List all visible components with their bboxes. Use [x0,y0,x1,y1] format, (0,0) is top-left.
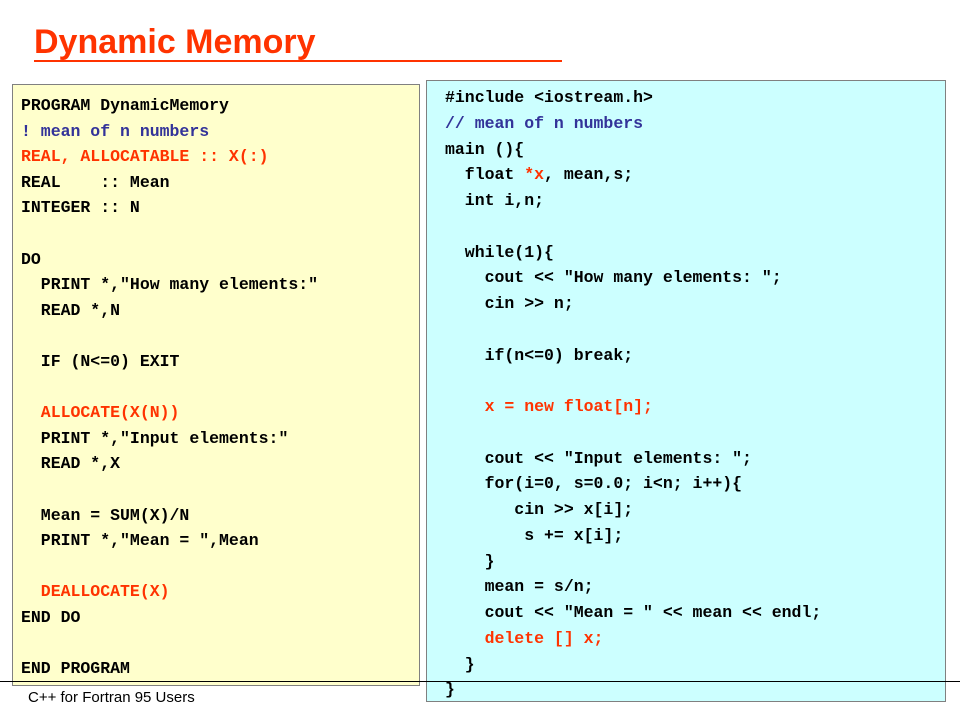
cpp-code-segment: int i,n; [445,191,545,210]
cpp-code-line: if(n<=0) break; [445,343,945,369]
title-underline [34,60,562,62]
fortran-code-line: PRINT *,"Mean = ",Mean [21,531,259,551]
cpp-code-line [445,317,945,343]
footer-text: C++ for Fortran 95 Users [28,689,195,706]
fortran-code-line: PRINT *,"How many elements:" [21,275,319,295]
cpp-code-line: s += x[i]; [445,523,945,549]
cpp-code-segment: float [445,165,525,185]
fortran-code-line: Mean = SUM(X)/N [21,505,190,525]
fortran-code-line: ALLOCATE(X(N)) [21,403,180,423]
cpp-code-segment: cin >> n; [445,294,574,313]
fortran-code-line: READ *,N [21,300,121,320]
cpp-code-segment: , mean,s; [544,165,634,185]
fortran-code-line: END PROGRAM [21,659,130,679]
cpp-code-segment: cout << "Mean = " << mean << endl; [445,603,822,622]
cpp-code-line [445,420,945,446]
fortran-code-line: PROGRAM DynamicMemory [21,96,229,115]
cpp-code-line: for(i=0, s=0.0; i<n; i++){ [445,471,945,497]
fortran-code-line: END DO [21,607,81,627]
cpp-code-segment: main (){ [445,139,525,159]
cpp-code-segment: delete [] x; [445,628,604,648]
cpp-code-segment: } [445,551,495,571]
cpp-code-segment: } [445,654,475,674]
cpp-code-segment: s += x[i]; [445,525,624,545]
cpp-code-line: // mean of n numbers [445,111,945,137]
fortran-code-line [21,221,419,247]
cpp-code-segment: // mean of n numbers [445,113,644,133]
fortran-code-line [21,630,419,656]
fortran-code-line: IF (N<=0) EXIT [21,351,180,371]
cpp-code-line: mean = s/n; [445,574,945,600]
cpp-code-line: cin >> x[i]; [445,497,945,523]
cpp-code-segment: cout << "Input elements: "; [445,448,752,468]
cpp-code-segment: } [445,680,455,700]
fortran-code-line [21,477,419,503]
cpp-code-line: #include <iostream.h> [445,85,945,111]
cpp-code-line: } [445,677,945,703]
cpp-code-line: delete [] x; [445,626,945,652]
cpp-code-line: cin >> n; [445,291,945,317]
fortran-code-line [21,554,419,580]
fortran-code-line: REAL, ALLOCATABLE :: X(:) [21,147,269,167]
cpp-code-segment: *x [524,165,545,185]
fortran-code-line: ! mean of n numbers [21,121,210,141]
fortran-code-line: REAL :: Mean [21,172,170,192]
cpp-code-line: cout << "How many elements: "; [445,265,945,291]
footer-divider [0,681,960,682]
cpp-code-panel: #include <iostream.h> // mean of n number… [426,80,946,702]
cpp-code-segment: x = new float[n]; [445,397,653,416]
cpp-code-segment: for(i=0, s=0.0; i<n; i++){ [445,474,743,494]
fortran-code-panel: PROGRAM DynamicMemory ! mean of n numbers… [12,84,420,686]
cpp-code-segment: #include <iostream.h> [445,88,653,107]
cpp-code-line [445,214,945,240]
fortran-code-line: DEALLOCATE(X) [21,582,170,602]
slide-title: Dynamic Memory [34,23,316,61]
cpp-code-line: } [445,652,945,678]
cpp-code-segment: if(n<=0) break; [445,345,634,365]
cpp-code-segment: cin >> x[i]; [445,500,634,519]
fortran-code-line [21,375,419,401]
cpp-code-segment: mean = s/n; [445,577,594,597]
fortran-code-line: READ *,X [21,454,121,474]
cpp-code-line: main (){ [445,137,945,163]
fortran-code-line: DO [21,249,41,269]
cpp-code-line: while(1){ [445,240,945,266]
cpp-code-segment: while(1){ [445,242,554,262]
fortran-code-line [21,323,419,349]
cpp-code-segment: cout << "How many elements: "; [445,268,782,288]
cpp-code-line: cout << "Mean = " << mean << endl; [445,600,945,626]
cpp-code-line: int i,n; [445,188,945,214]
cpp-code-line: } [445,549,945,575]
cpp-code-line: x = new float[n]; [445,394,945,420]
cpp-code-line: cout << "Input elements: "; [445,446,945,472]
fortran-code-line: PRINT *,"Input elements:" [21,428,289,448]
cpp-code-line [445,368,945,394]
cpp-code-line: float *x, mean,s; [445,162,945,188]
fortran-code-line: INTEGER :: N [21,198,140,218]
